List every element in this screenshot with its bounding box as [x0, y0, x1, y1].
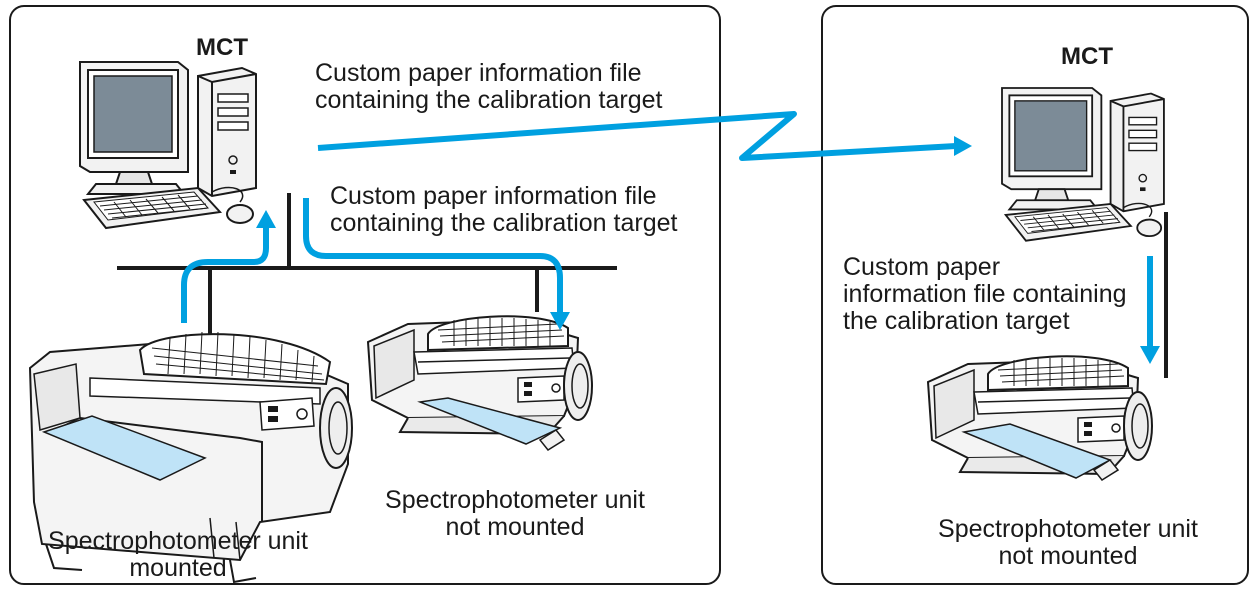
arrow-mct-to-printer: [303, 198, 563, 312]
printer-not-mounted-caption-left: Spectrophotometer unit not mounted: [365, 487, 665, 541]
arrow-printer-to-mct-head: [256, 210, 276, 228]
printer-mounted-caption-line-1: Spectrophotometer unit: [48, 527, 308, 555]
right-computer-label: MCT: [1061, 43, 1113, 70]
arrow-mct-to-printer-head: [550, 312, 570, 330]
transfer-to-remote-label: Custom paper information file containing…: [315, 60, 662, 114]
printer-not-mounted-caption-left-line-1: Spectrophotometer unit: [385, 486, 645, 514]
transfer-to-remote-label-line-2: containing the calibration target: [315, 86, 663, 114]
paper-not-mounted-left: [417, 397, 563, 445]
right-transfer-label-line-1: Custom paper: [843, 253, 1001, 281]
printer-mounted-caption: Spectrophotometer unit mounted: [28, 528, 328, 582]
right-transfer-label-line-2: information file containing: [843, 280, 1127, 308]
printer-not-mounted-caption-right-line-1: Spectrophotometer unit: [938, 515, 1198, 543]
paper-mounted: [41, 415, 207, 481]
left-computer: [79, 61, 257, 229]
right-panel-frame: [821, 5, 1249, 585]
left-panel-frame: [9, 5, 721, 585]
left-computer-label: MCT: [196, 34, 248, 61]
transfer-to-remote-label-line-1: Custom paper information file: [315, 59, 642, 87]
arrow-remote-transfer: [317, 111, 957, 161]
right-transfer-label: Custom paper information file containing…: [843, 254, 1127, 335]
right-computer: [1001, 87, 1165, 242]
transfer-to-printer-label-line-2: containing the calibration target: [330, 209, 678, 237]
arrow-printer-to-mct: [181, 224, 269, 323]
printer-not-mounted-caption-right: Spectrophotometer unit not mounted: [918, 516, 1218, 570]
arrow-right-mct-to-printer-head: [1140, 346, 1160, 364]
left-network-lines: [117, 193, 617, 336]
arrow-remote-transfer-head: [954, 136, 972, 156]
printer-mounted-caption-line-2: mounted: [129, 554, 227, 582]
right-transfer-label-line-3: the calibration target: [843, 307, 1070, 335]
transfer-to-printer-label: Custom paper information file containing…: [330, 183, 677, 237]
transfer-to-printer-label-line-1: Custom paper information file: [330, 182, 657, 210]
printer-not-mounted-caption-right-line-2: not mounted: [998, 542, 1138, 570]
printer-not-mounted-caption-left-line-2: not mounted: [445, 513, 585, 541]
